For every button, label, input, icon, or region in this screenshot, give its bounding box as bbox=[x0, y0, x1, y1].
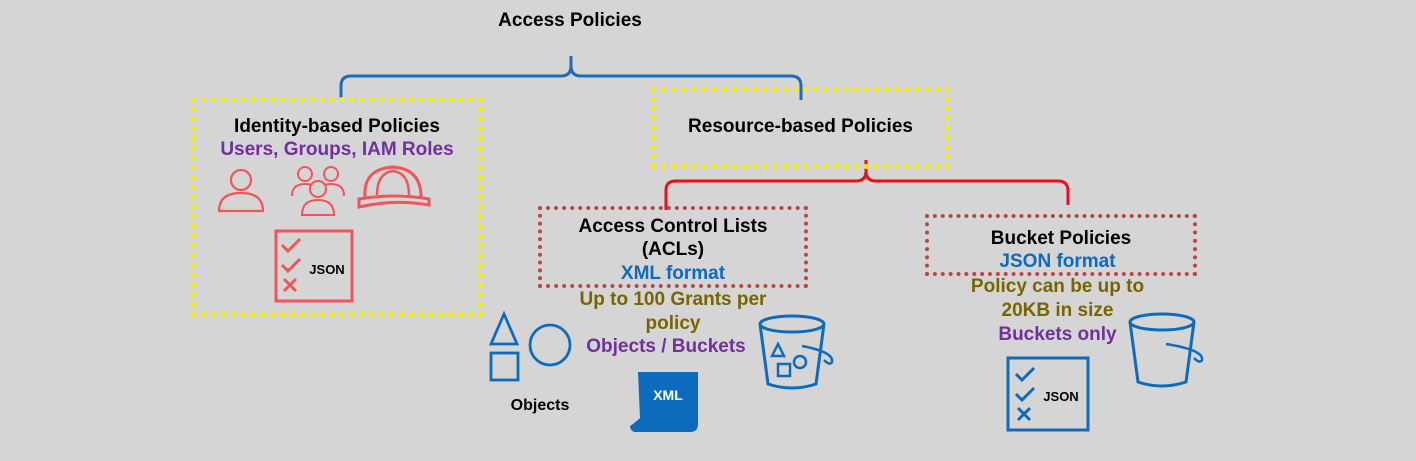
xml-scroll-icon bbox=[630, 372, 698, 432]
objects-label: Objects bbox=[510, 397, 570, 414]
identity-json-label: JSON bbox=[309, 262, 345, 277]
bucket-icon bbox=[1128, 312, 1204, 388]
shapes-icon bbox=[488, 310, 572, 382]
bucket-policies-heading: Bucket Policies bbox=[990, 228, 1132, 249]
page-title: Access Policies bbox=[498, 10, 642, 31]
bucket-json-document-icon bbox=[1006, 356, 1090, 432]
identity-policies-box bbox=[191, 97, 483, 317]
acl-heading-line1: Access Control Lists bbox=[578, 216, 768, 237]
bucket-scope: Buckets only bbox=[998, 324, 1117, 345]
access-policies-bracket bbox=[339, 56, 803, 100]
resource-policies-bracket bbox=[664, 160, 1070, 210]
acl-scope: Objects / Buckets bbox=[586, 336, 746, 357]
group-icon bbox=[291, 166, 345, 216]
acl-heading-line2: (ACLs) bbox=[641, 239, 705, 260]
user-icon bbox=[217, 168, 265, 213]
json-document-icon bbox=[274, 229, 354, 303]
acl-limit-line2: policy bbox=[645, 313, 701, 334]
identity-policies-subtitle: Users, Groups, IAM Roles bbox=[220, 139, 454, 160]
xml-doc-label: XML bbox=[653, 387, 683, 403]
bucket-format: JSON format bbox=[999, 251, 1116, 272]
bucket-limit-line1: Policy can be up to bbox=[970, 276, 1145, 297]
acl-format: XML format bbox=[620, 263, 726, 284]
identity-policies-heading: Identity-based Policies bbox=[234, 116, 440, 137]
bucket-json-label: JSON bbox=[1043, 389, 1079, 404]
acl-limit-line1: Up to 100 Grants per bbox=[579, 289, 767, 310]
bucket-with-objects-icon bbox=[758, 314, 834, 390]
resource-policies-heading: Resource-based Policies bbox=[688, 116, 913, 137]
acl-box bbox=[538, 206, 808, 288]
bucket-policies-box bbox=[925, 214, 1197, 276]
resource-policies-box bbox=[651, 87, 950, 169]
bucket-limit-line2: 20KB in size bbox=[1001, 300, 1114, 321]
hard-hat-icon bbox=[357, 165, 431, 209]
